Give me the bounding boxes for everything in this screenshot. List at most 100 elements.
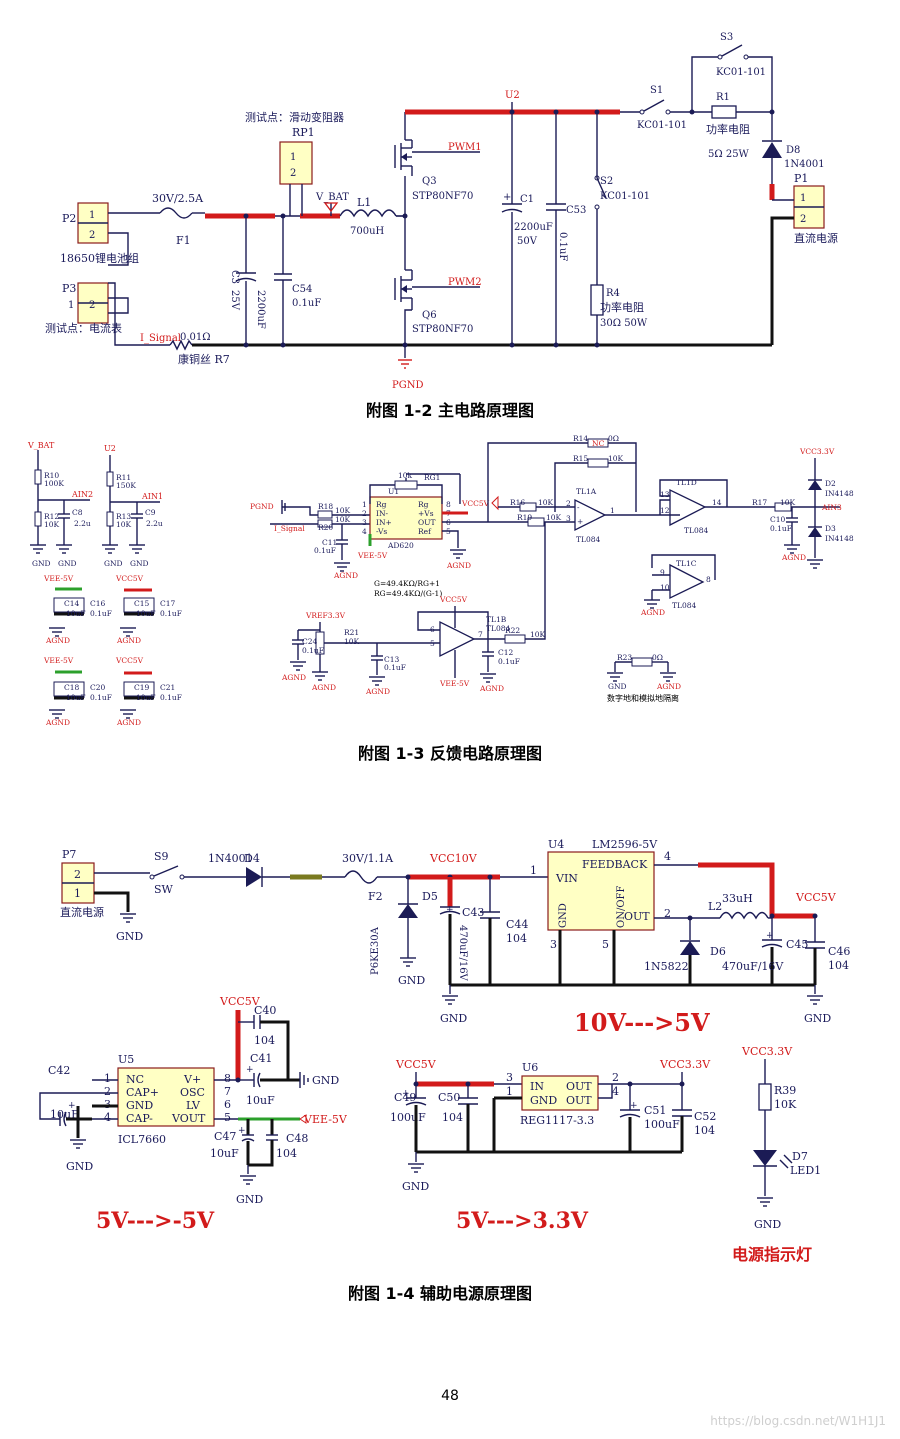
svg-text:+: + [238, 1126, 246, 1136]
c51-value: 100uF [644, 1118, 680, 1131]
diode-d5 [398, 904, 418, 918]
svg-text:IN: IN [530, 1080, 544, 1093]
svg-text:Rg: Rg [418, 500, 429, 509]
p2-pin1: 1 [89, 210, 95, 221]
svg-text:10K: 10K [530, 630, 546, 639]
s9-type: SW [154, 883, 174, 896]
led-d7 [753, 1150, 777, 1166]
svg-text:C18: C18 [64, 683, 80, 692]
l1-value: 700uH [350, 226, 385, 237]
svg-text:10uF: 10uF [210, 1147, 239, 1160]
svg-text:C15: C15 [134, 599, 150, 608]
svg-text:3: 3 [506, 1071, 513, 1084]
svg-text:C16: C16 [90, 599, 106, 608]
fuse-f1-ref: F1 [176, 234, 191, 247]
svg-text:VOUT: VOUT [171, 1112, 206, 1125]
svg-text:4: 4 [664, 850, 671, 863]
c43-value: 470uF/16V [457, 925, 468, 982]
svg-text:0.1uF: 0.1uF [770, 524, 792, 533]
vbat-label: V_BAT [315, 192, 349, 203]
p7-name: 直流电源 [60, 905, 104, 919]
opamp-tl1a [574, 498, 607, 532]
r11-value: 150K [116, 481, 136, 490]
svg-text:C11: C11 [322, 538, 337, 547]
u1-part: AD620 [387, 541, 414, 550]
svg-text:+: + [766, 931, 774, 941]
svg-text:VCC5V: VCC5V [115, 574, 144, 583]
pgnd-input: PGND [250, 502, 274, 511]
gnd-b: GND [58, 559, 77, 568]
svg-text:1: 1 [610, 506, 615, 515]
svg-text:AGND: AGND [781, 553, 806, 562]
u2-ref: U2 [104, 444, 116, 453]
mosfet-q3 [394, 139, 413, 176]
r17-ref: R17 [752, 498, 767, 507]
s9-ref: S9 [154, 850, 169, 863]
r1-type: 功率电阻 [706, 122, 750, 136]
svg-text:VCC5V: VCC5V [439, 595, 468, 604]
gain-formula-1: G=49.4KΩ/RG+1 [374, 579, 440, 588]
svg-text:0.1uF: 0.1uF [160, 609, 182, 618]
c50-ref: C50 [438, 1091, 460, 1104]
r7-value: 0.01Ω [180, 332, 211, 343]
svg-text:OSC: OSC [180, 1086, 205, 1099]
svg-text:TL084: TL084 [486, 624, 511, 633]
inductor-l1 [339, 209, 397, 218]
vcc10-label: VCC10V [429, 852, 478, 865]
svg-text:OUT: OUT [624, 910, 650, 923]
svg-text:VCC5V: VCC5V [395, 1058, 437, 1071]
svg-text:10K: 10K [335, 515, 351, 524]
p3-note: 测试点：电流表 [45, 321, 122, 335]
svg-text:GND: GND [236, 1193, 263, 1206]
svg-text:0.1uF: 0.1uF [160, 693, 182, 702]
c8-value: 2.2u [74, 519, 91, 528]
diode-d3 [808, 527, 822, 537]
vcc5-out-label: VCC5V [795, 891, 837, 904]
svg-text:+: + [68, 1101, 76, 1111]
svg-text:LV: LV [186, 1099, 201, 1112]
fuse-f2-rating: 30V/1.1A [342, 852, 394, 865]
c54-ref: C54 [292, 284, 312, 295]
c45-value: 470uF/16V [722, 960, 784, 973]
svg-text:10K: 10K [546, 513, 562, 522]
vbat-left: V_BAT [27, 441, 55, 450]
c46-ref: C46 [828, 945, 850, 958]
s2-ref: S2 [600, 176, 613, 187]
c53-ref: C53 [566, 205, 586, 216]
svg-text:OUT: OUT [566, 1080, 592, 1093]
c46-value: 104 [828, 959, 849, 972]
r39-ref: R39 [774, 1084, 796, 1097]
p3-pin2: 2 [89, 300, 95, 311]
s3-part: KC01-101 [716, 67, 766, 78]
svg-text:GND: GND [558, 903, 569, 928]
svg-text:6: 6 [224, 1098, 231, 1111]
svg-text:V+: V+ [183, 1073, 201, 1086]
decoupling-block-1: VEE-5V C14 C16 10uF 0.1uF AGND [43, 574, 112, 645]
p2-name: 18650锂电池组 [60, 251, 139, 265]
aux-power-diagram: P7 2 1 直流电源 GND S9 SW D4 1N4001 30V/1.1A… [39, 838, 850, 1264]
svg-text:GND: GND [126, 1099, 153, 1112]
r7-ref: 康铜丝 R7 [178, 352, 230, 366]
rp1-ref: RP1 [292, 126, 315, 139]
svg-text:8: 8 [446, 500, 451, 509]
svg-text:IN-: IN- [376, 509, 389, 518]
lm2596-u4 [547, 851, 655, 931]
rp1-pin2: 2 [290, 168, 296, 179]
r12-value: 10K [44, 520, 60, 529]
svg-text:D2: D2 [825, 479, 836, 488]
c1-voltage: 50V [517, 236, 538, 247]
svg-text:+: + [503, 192, 511, 203]
r22-ref: R22 [505, 626, 520, 635]
q3-part: STP80NF70 [412, 191, 473, 202]
svg-text:0.1uF: 0.1uF [498, 657, 520, 666]
s3-ref: S3 [720, 32, 733, 43]
c44-ref: C44 [506, 918, 528, 931]
svg-text:0Ω: 0Ω [608, 434, 619, 443]
diode-d8 [762, 142, 782, 158]
svg-text:10uF: 10uF [66, 609, 86, 618]
r21-ref: R21 [344, 628, 359, 637]
svg-text:9: 9 [660, 568, 665, 577]
svg-text:TL084: TL084 [684, 526, 709, 535]
svg-text:0.1uF: 0.1uF [90, 609, 112, 618]
caption-feedback-circuit: 附图 1-3 反馈电路原理图 [358, 744, 542, 763]
